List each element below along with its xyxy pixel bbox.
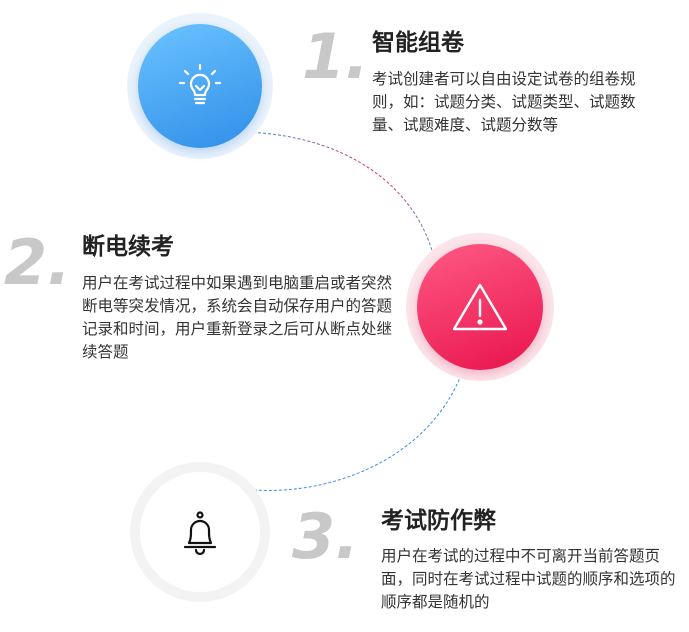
step-1-number: 1. — [302, 20, 369, 93]
bell-icon — [183, 511, 217, 556]
step-3-number: 3. — [292, 500, 359, 573]
step-1-title: 智能组卷 — [372, 30, 464, 56]
lightbulb-icon — [178, 63, 222, 105]
step-2-description: 用户在考试过程中如果遇到电脑重启或者突然断电等突发情况，系统会自动保存用户的答题… — [82, 274, 393, 361]
step-2-number: 2. — [4, 226, 71, 299]
step-2-title: 断电续考 — [82, 234, 174, 260]
warning-icon — [452, 283, 508, 331]
step-1-circle — [138, 24, 262, 148]
step-1-description: 考试创建者可以自由设定试卷的组卷规则，如：试题分类、试题类型、试题数量、试题难度… — [372, 70, 636, 134]
step-3-title: 考试防作弊 — [381, 508, 496, 534]
step-2-circle — [417, 244, 543, 370]
step-3-circle — [140, 472, 260, 592]
step-3-description: 用户在考试的过程中不可离开当前答题页面，同时在考试过程中试题的顺序和选项的顺序都… — [381, 547, 676, 611]
